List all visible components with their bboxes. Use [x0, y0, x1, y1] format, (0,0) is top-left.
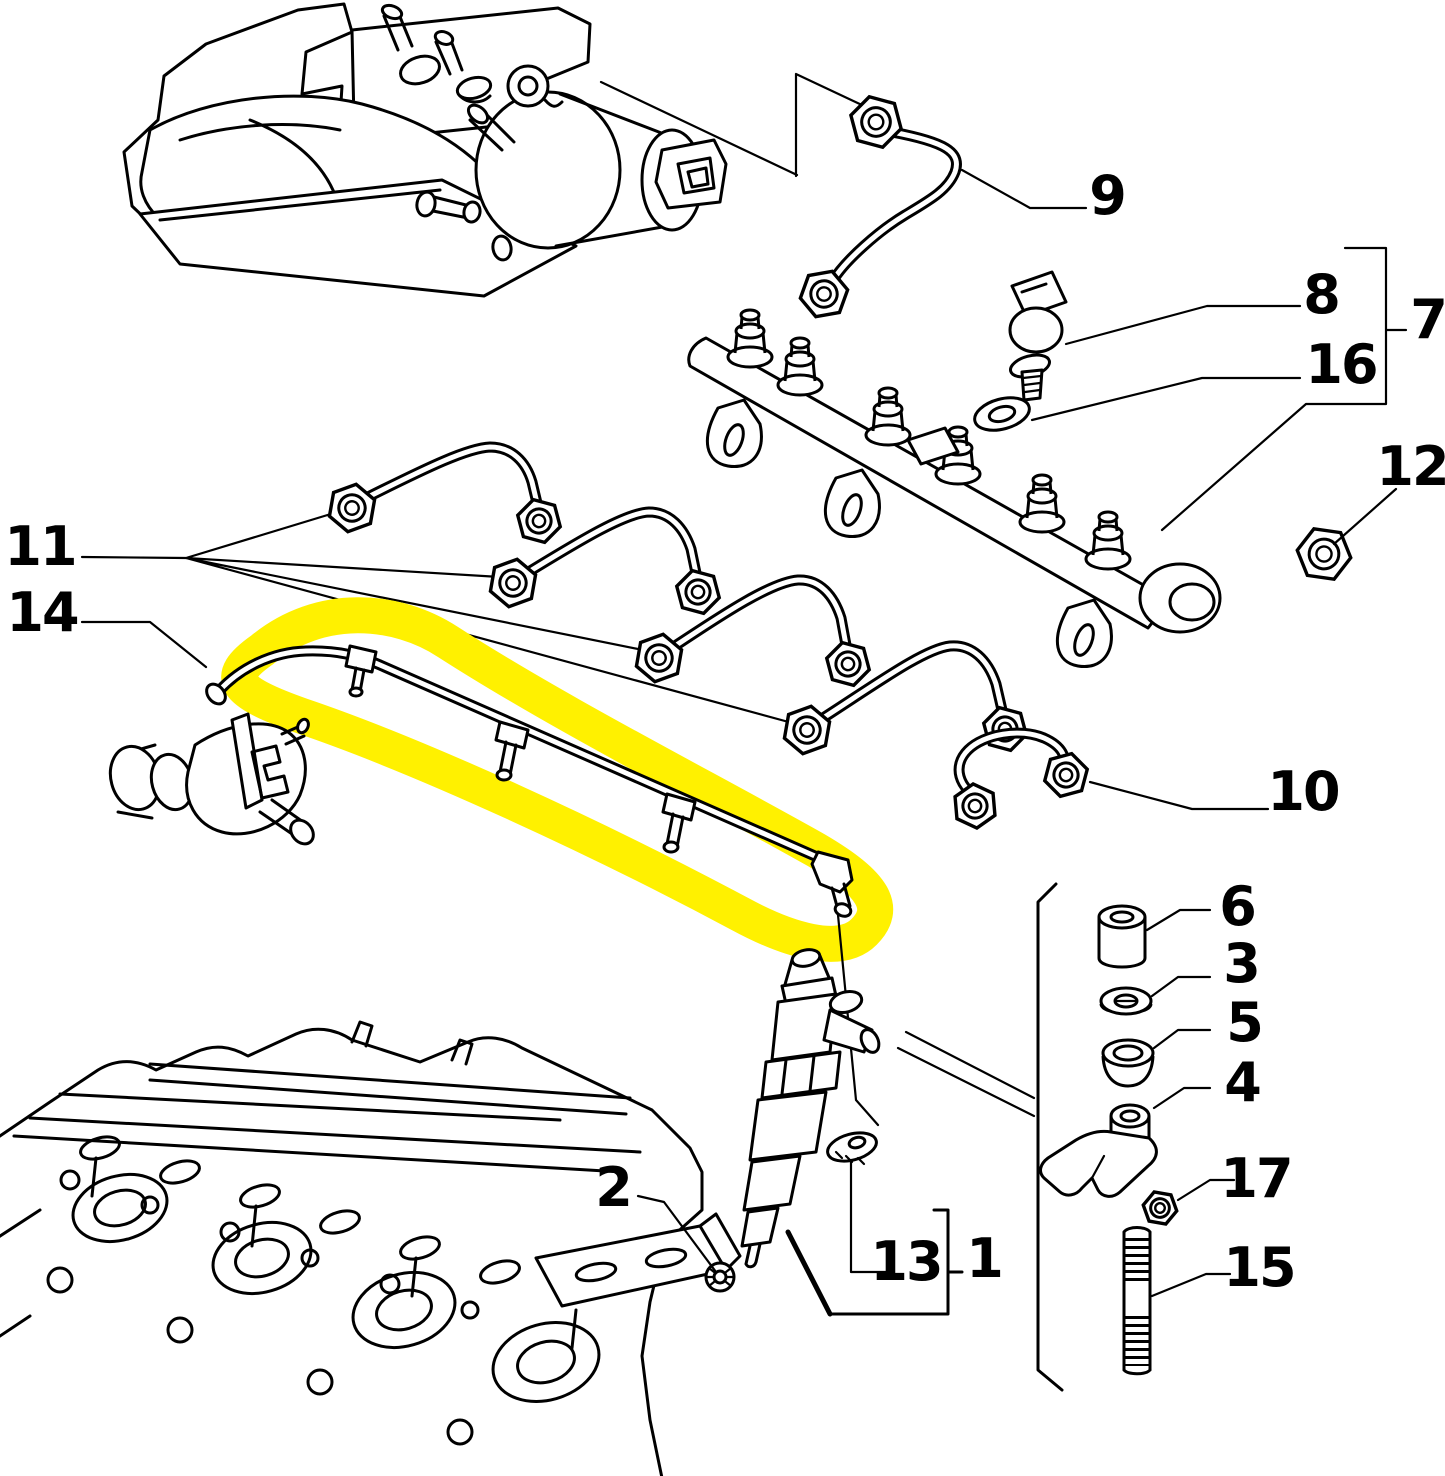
leader-2 — [636, 1194, 718, 1274]
pipe-9-pump-to-rail — [797, 93, 1088, 318]
callout-17: 17 — [1220, 1147, 1293, 1210]
callout-4: 4 — [1224, 1051, 1262, 1114]
spacer-6 — [1097, 904, 1212, 969]
callout-5: 5 — [1226, 991, 1264, 1054]
callout-8: 8 — [1303, 263, 1341, 326]
callout-12: 12 — [1376, 435, 1445, 498]
stud-15 — [1122, 1226, 1232, 1376]
leaders-to-bracket-1 — [896, 1030, 1036, 1118]
hose-clip — [344, 644, 378, 698]
callout-13: 13 — [870, 1230, 943, 1293]
cylinder-head-sketch — [0, 1020, 742, 1476]
callout-3: 3 — [1223, 932, 1261, 995]
keeper-clamp-13 — [826, 882, 1064, 1392]
nozzle-washer-2 — [636, 1194, 736, 1293]
callout-6: 6 — [1219, 875, 1257, 938]
return-tee-fitting — [661, 792, 697, 854]
injector-pipes-11 — [322, 447, 1031, 758]
match-lines — [599, 72, 866, 178]
pressure-regulator — [108, 712, 315, 846]
leader-9 — [960, 168, 1088, 210]
nut-17 — [1141, 1180, 1236, 1226]
fuel-return-line — [205, 644, 854, 918]
callout-9: 9 — [1089, 164, 1127, 227]
bracket-1 — [1036, 882, 1064, 1392]
clamp-fork-4 — [1039, 1086, 1212, 1198]
callout-2: 2 — [595, 1156, 633, 1219]
leader-13 — [849, 1160, 888, 1274]
leader-12 — [1332, 487, 1398, 546]
fuel-rail — [687, 308, 1222, 669]
callout-16: 16 — [1305, 333, 1378, 396]
injector-pipe — [777, 640, 1031, 758]
callout-1: 1 — [966, 1227, 1004, 1290]
leader-injector-bracket — [785, 1229, 833, 1317]
sealing-washer-16 — [973, 396, 1031, 432]
injection-pump — [122, 2, 728, 298]
pressure-sensor — [1008, 270, 1068, 402]
bracket-7 — [1160, 246, 1408, 532]
pipe-10 — [947, 733, 1270, 833]
leader-8 — [1064, 304, 1302, 346]
return-tee-fitting — [494, 720, 530, 782]
seal-cup-5 — [1101, 1028, 1212, 1088]
washer-3 — [1099, 975, 1212, 1016]
leader-10 — [1088, 780, 1270, 811]
callout-10: 10 — [1267, 760, 1340, 823]
return-elbow-fitting — [810, 850, 854, 918]
injector-pipe — [483, 506, 724, 616]
fuel-injector — [740, 913, 1036, 1317]
parts-column — [1039, 904, 1236, 1376]
leader-fan-11 — [80, 508, 798, 726]
highlight-return-line — [221, 597, 894, 962]
callout-14: 14 — [6, 581, 79, 644]
injector-pipe — [322, 447, 565, 545]
callout-7: 7 — [1410, 288, 1445, 351]
leader-16 — [1030, 376, 1302, 422]
leaders-rail-group — [1030, 246, 1408, 532]
bracket-13-1 — [828, 1208, 964, 1316]
injector-pipe — [629, 574, 874, 688]
leader-14 — [80, 620, 208, 669]
nut-12 — [1294, 489, 1396, 581]
callout-11: 11 — [4, 515, 77, 578]
callout-15: 15 — [1223, 1236, 1296, 1299]
